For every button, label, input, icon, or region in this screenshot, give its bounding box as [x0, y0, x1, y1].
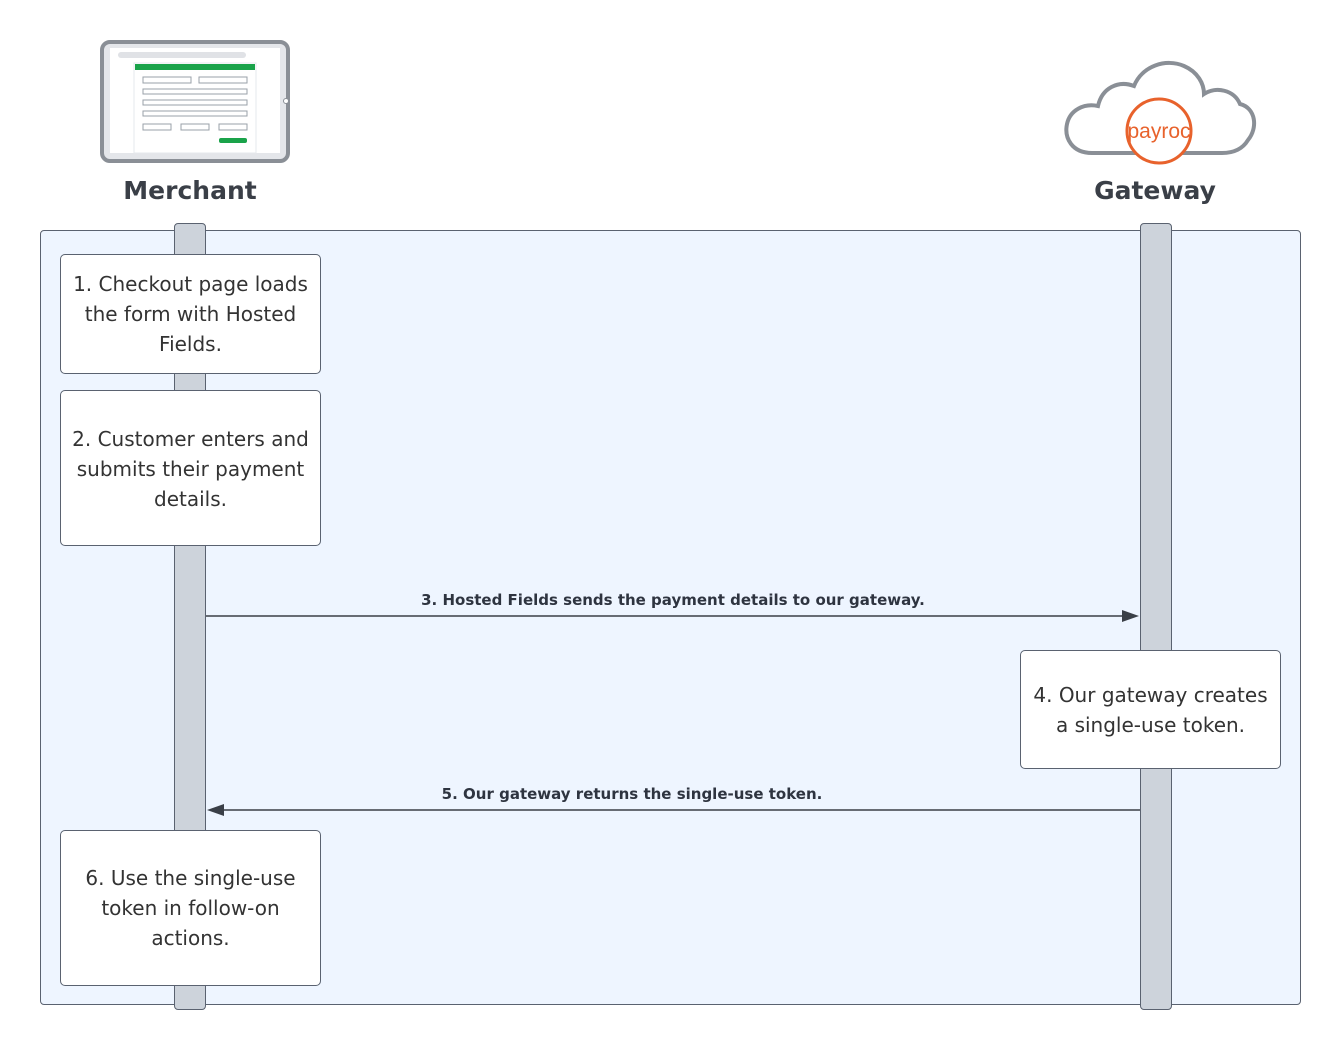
message-3-arrow [206, 610, 1139, 622]
payroc-logo-text: payroc [1127, 120, 1190, 143]
checkout-form-tablet-icon [100, 40, 290, 163]
gateway-lifeline [1140, 223, 1172, 1010]
payroc-cloud-logo: payroc [1064, 60, 1257, 165]
step-1-box: 1. Checkout page loads the form with Hos… [60, 254, 321, 374]
step-2-box: 2. Customer enters and submits their pay… [60, 390, 321, 546]
message-3-label: 3. Hosted Fields sends the payment detai… [421, 591, 925, 609]
merchant-label: Merchant [123, 176, 257, 205]
step-1-text: 1. Checkout page loads the form with Hos… [73, 272, 308, 356]
step-4-box: 4. Our gateway creates a single-use toke… [1020, 650, 1281, 769]
gateway-label: Gateway [1094, 176, 1216, 205]
message-5-arrow [207, 804, 1140, 816]
message-5-label: 5. Our gateway returns the single-use to… [441, 785, 823, 803]
step-4-text: 4. Our gateway creates a single-use toke… [1033, 682, 1268, 737]
step-6-box: 6. Use the single-use token in follow-on… [60, 830, 321, 986]
step-2-text: 2. Customer enters and submits their pay… [72, 427, 309, 511]
step-6-text: 6. Use the single-use token in follow-on… [85, 866, 296, 950]
